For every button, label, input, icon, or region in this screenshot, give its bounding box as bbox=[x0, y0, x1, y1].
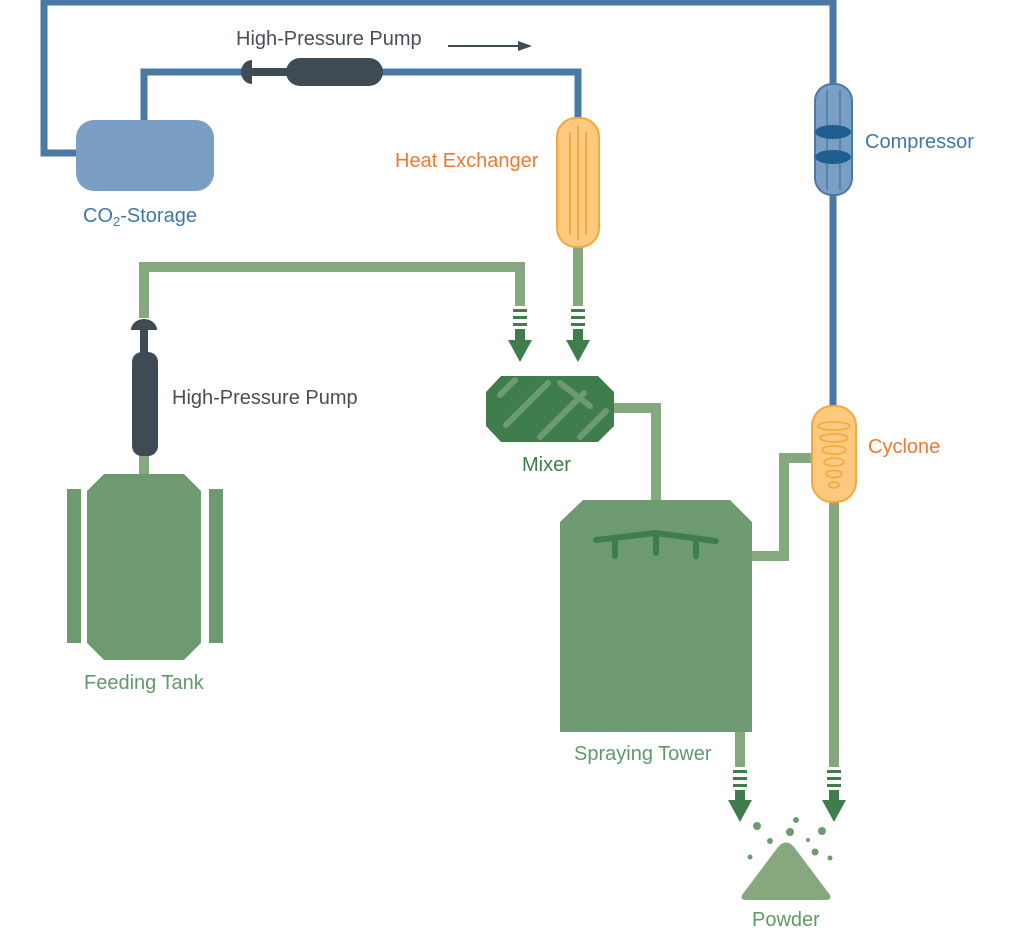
heat-exchanger-label: Heat Exchanger bbox=[395, 150, 539, 172]
heat-exchanger bbox=[556, 117, 600, 248]
co2-storage-tank bbox=[76, 120, 214, 191]
compressor-label: Compressor bbox=[865, 131, 974, 153]
mixer-label: Mixer bbox=[522, 454, 571, 476]
feed-pipes bbox=[139, 244, 839, 767]
high-pressure-pump-left bbox=[131, 319, 158, 456]
feeding-tank-label: Feeding Tank bbox=[84, 672, 205, 694]
spraying-tower bbox=[560, 500, 752, 732]
compressor bbox=[814, 83, 853, 196]
high-pressure-pump-top bbox=[241, 58, 383, 86]
arrow-tower-to-powder bbox=[728, 770, 752, 822]
arrow-into-mixer-left bbox=[508, 309, 532, 362]
spraying-tower-label: Spraying Tower bbox=[574, 743, 712, 765]
flow-direction-arrow-icon bbox=[448, 41, 532, 51]
cyclone bbox=[811, 405, 857, 503]
co2-storage-label: CO2-Storage bbox=[83, 205, 197, 229]
arrow-cyclone-to-powder bbox=[822, 770, 846, 822]
pump-top-label: High-Pressure Pump bbox=[236, 28, 422, 50]
pump-left-label: High-Pressure Pump bbox=[172, 387, 358, 409]
cyclone-label: Cyclone bbox=[868, 436, 940, 458]
feeding-tank bbox=[67, 474, 223, 660]
arrow-into-mixer-right bbox=[566, 309, 590, 362]
mixer bbox=[486, 376, 614, 442]
powder-pile bbox=[741, 817, 833, 900]
spray-nozzle-icon bbox=[593, 529, 719, 559]
powder-label: Powder bbox=[752, 909, 820, 931]
powder-particles-icon bbox=[747, 817, 833, 861]
